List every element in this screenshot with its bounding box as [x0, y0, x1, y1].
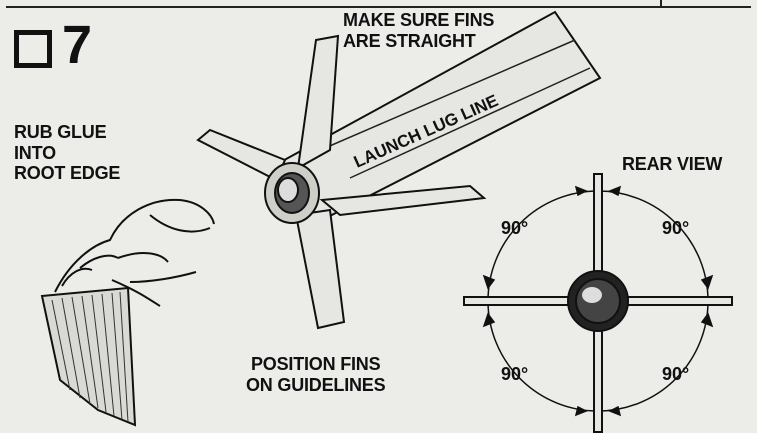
rub-glue-label: RUB GLUE INTO ROOT EDGE — [14, 122, 120, 184]
angle-label-bottom-right: 90° — [662, 364, 690, 384]
hand-outline — [54, 198, 215, 307]
step-checkbox[interactable] — [14, 30, 52, 68]
rocket-drawing: LAUNCH LUG LINE — [196, 10, 602, 330]
rub-glue-line-2: INTO — [14, 142, 56, 163]
position-line-2: ON GUIDELINES — [246, 374, 386, 395]
fin-left — [196, 128, 287, 182]
rear-view-diagram — [463, 173, 733, 433]
position-line-1: POSITION FINS — [251, 354, 381, 374]
make-sure-line-2: ARE STRAIGHT — [343, 30, 476, 51]
fin-right — [319, 184, 487, 217]
top-rule-tick — [660, 0, 662, 8]
fin-top — [296, 34, 340, 170]
fin-bottom — [294, 208, 346, 330]
rear-view-label: REAR VIEW — [622, 154, 723, 174]
position-fins-label: POSITION FINS ON GUIDELINES — [246, 354, 386, 395]
top-rule — [6, 6, 751, 8]
angle-label-top-left: 90° — [501, 218, 529, 238]
make-sure-fins-label: MAKE SURE FINS ARE STRAIGHT — [343, 10, 494, 51]
angle-label-bottom-left: 90° — [501, 364, 529, 384]
hand-with-fin-drawing — [40, 198, 215, 427]
make-sure-line-1: MAKE SURE FINS — [343, 10, 495, 30]
step-number: 7 — [62, 15, 93, 75]
rub-glue-line-3: ROOT EDGE — [14, 163, 121, 184]
rub-glue-line-1: RUB GLUE — [14, 122, 107, 142]
angle-label-top-right: 90° — [662, 218, 690, 238]
